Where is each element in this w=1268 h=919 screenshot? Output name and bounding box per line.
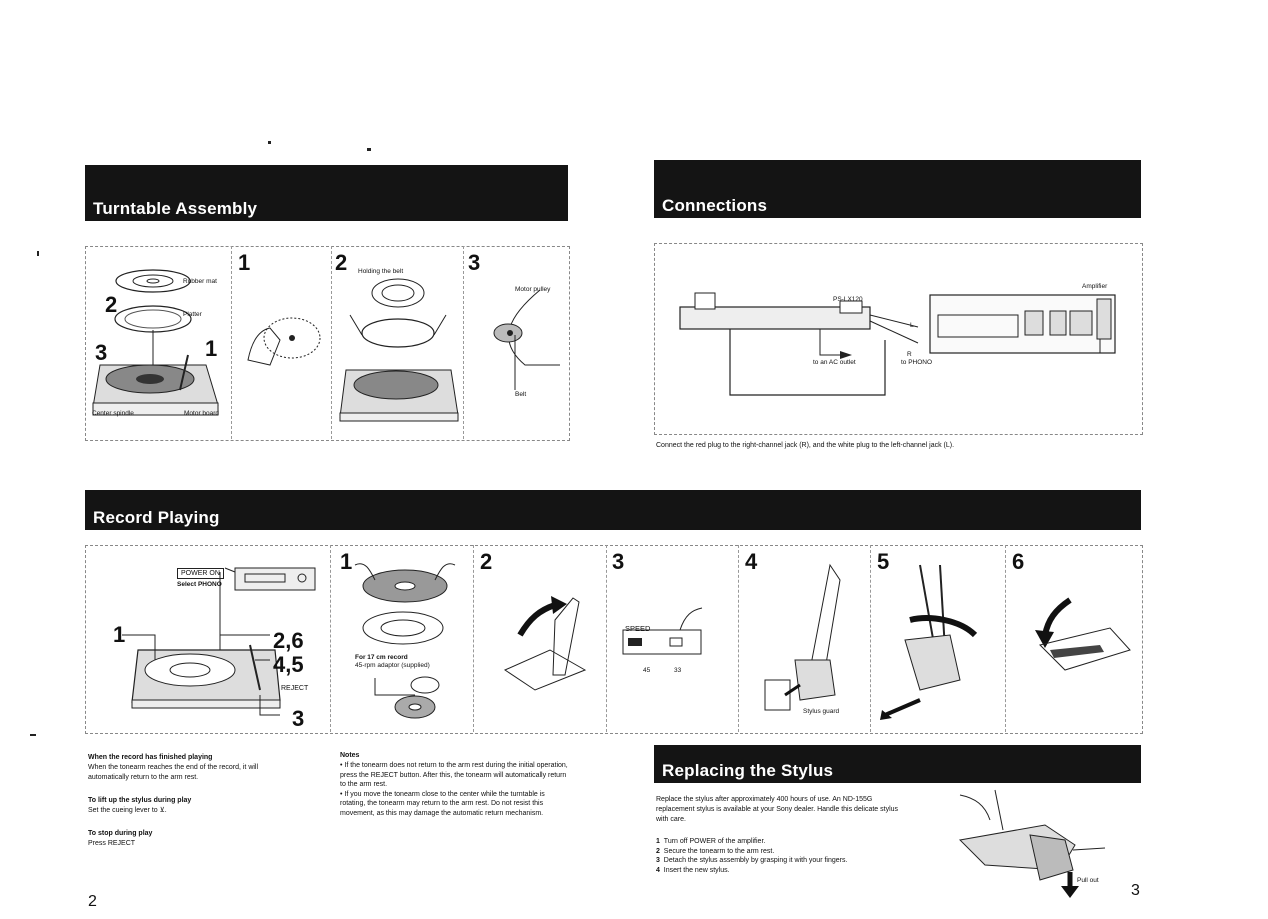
stop-play-title: To stop during play <box>88 830 153 837</box>
turntable-overview-illustration <box>122 567 316 716</box>
speck <box>268 141 271 144</box>
divider <box>331 246 332 439</box>
motor-pulley-illustration <box>493 289 560 390</box>
stylus-steps: 1 Turn off POWER of the amplifier. 2 Sec… <box>656 837 906 875</box>
playing-step-1: 1 <box>340 549 353 574</box>
stylus-intro: Replace the stylus after approximately 4… <box>656 796 899 823</box>
r-channel-label: R <box>907 351 912 358</box>
finished-playing-body: When the tonearm reaches the end of the … <box>88 764 259 781</box>
callout-2: 2 <box>105 292 118 317</box>
l-channel-label: L <box>910 322 914 329</box>
speed-label: SPEED <box>625 624 651 633</box>
note-item: • If the tonearm does not return to the … <box>340 762 568 788</box>
stylus-step: 3 Detach the stylus assembly by grasping… <box>656 857 848 864</box>
notes-list: • If the tonearm does not return to the … <box>340 761 572 818</box>
connections-panel <box>654 243 1143 435</box>
speed-33-label: 33 <box>674 667 682 674</box>
cueing-lever-up-illustration <box>503 596 587 691</box>
belt-label: Belt <box>515 391 527 398</box>
exploded-turntable-illustration <box>92 269 219 416</box>
to-phono-label: to PHONO <box>901 359 933 366</box>
finished-playing-title: When the record has finished playing <box>88 754 213 761</box>
replacing-stylus-title: Replacing the Stylus <box>662 761 834 780</box>
speck <box>367 148 371 151</box>
cueing-lever-down-illustration <box>1035 597 1131 671</box>
record-playing-header: Record Playing <box>85 490 1141 530</box>
divider <box>738 545 739 732</box>
adaptor-label: 45-rpm adaptor (supplied) <box>355 662 430 669</box>
divider <box>870 545 871 732</box>
speed-selector-illustration <box>622 607 703 655</box>
replacing-stylus-header: Replacing the Stylus <box>654 745 1141 783</box>
divider <box>231 246 232 439</box>
playing-callout-3: 3 <box>292 706 305 731</box>
assembly-step-3: 3 <box>468 250 481 275</box>
turntable-assembly-title: Turntable Assembly <box>93 199 258 218</box>
placing-record-illustration <box>354 563 456 719</box>
callout-3: 3 <box>95 340 108 365</box>
playing-step-2: 2 <box>480 549 493 574</box>
divider <box>330 545 331 732</box>
playing-step-6: 6 <box>1012 549 1025 574</box>
speck <box>37 251 39 256</box>
playing-step-3: 3 <box>612 549 625 574</box>
stylus-step: 2 Secure the tonearm to the arm rest. <box>656 847 775 855</box>
playing-callout-1: 1 <box>113 622 126 647</box>
playing-step-4: 4 <box>745 549 758 574</box>
holding-belt-label: Holding the belt <box>358 268 404 275</box>
motor-pulley-label: Motor pulley <box>515 286 551 293</box>
assembly-step-2: 2 <box>335 250 348 275</box>
divider <box>473 545 474 732</box>
power-on-label: POWER ON <box>181 570 220 577</box>
connection-diagram <box>679 292 1116 396</box>
divider <box>606 545 607 732</box>
pull-out-label: Pull out <box>1077 877 1099 884</box>
motor-board-label: Motor board <box>184 410 220 417</box>
stylus-step: 4 Insert the new stylus. <box>656 866 730 874</box>
select-phono-label: Select PHONO <box>177 581 222 588</box>
connections-title: Connections <box>662 196 768 215</box>
assembly-panel <box>85 246 570 441</box>
center-spindle-label: Center spindle <box>92 410 134 417</box>
connections-caption: Connect the red plug to the right-channe… <box>656 442 955 449</box>
callout-1: 1 <box>205 336 218 361</box>
divider <box>463 246 464 439</box>
hand-placing-platter-illustration <box>247 317 321 366</box>
platter-label: Platter <box>183 311 202 318</box>
tonearm-lowering-illustration <box>880 564 978 720</box>
rubber-mat-label: Rubber mat <box>183 278 217 285</box>
record-17cm-label: For 17 cm record <box>355 654 408 661</box>
playing-callout-2-6: 2,6 <box>273 628 304 653</box>
stop-play-body: Press REJECT <box>88 840 136 847</box>
note-item: • If you move the tonearm close to the c… <box>340 790 545 817</box>
playing-callout-4-5: 4,5 <box>273 652 304 677</box>
page-number-right: 3 <box>1131 882 1140 899</box>
assembly-step-1: 1 <box>238 250 251 275</box>
record-playing-title: Record Playing <box>93 508 220 527</box>
reject-label: REJECT <box>281 685 309 692</box>
speck <box>30 734 36 736</box>
lift-stylus-body: Set the cueing lever to ⊻. <box>88 807 167 814</box>
belt-installation-illustration <box>339 278 459 422</box>
divider <box>1005 545 1006 732</box>
stylus-guard-removal-illustration <box>764 563 841 711</box>
speed-45-label: 45 <box>643 667 651 674</box>
connections-header: Connections <box>654 160 1141 218</box>
page-number-left: 2 <box>88 893 97 910</box>
power-on-box: POWER ON <box>177 568 224 579</box>
model-label: PS-LX120 <box>833 296 863 303</box>
ac-outlet-label: to an AC outlet <box>813 359 856 366</box>
lift-stylus-title: To lift up the stylus during play <box>88 797 192 804</box>
amplifier-label: Amplifier <box>1082 283 1108 290</box>
playing-panel <box>85 545 1143 734</box>
stylus-guard-label: Stylus guard <box>803 708 840 715</box>
notes-title: Notes <box>340 752 360 759</box>
stylus-step: 1 Turn off POWER of the amplifier. <box>656 838 766 845</box>
turntable-assembly-header: Turntable Assembly <box>85 165 568 221</box>
stylus-pull-out-illustration <box>958 789 1106 898</box>
playing-step-5: 5 <box>877 549 890 574</box>
